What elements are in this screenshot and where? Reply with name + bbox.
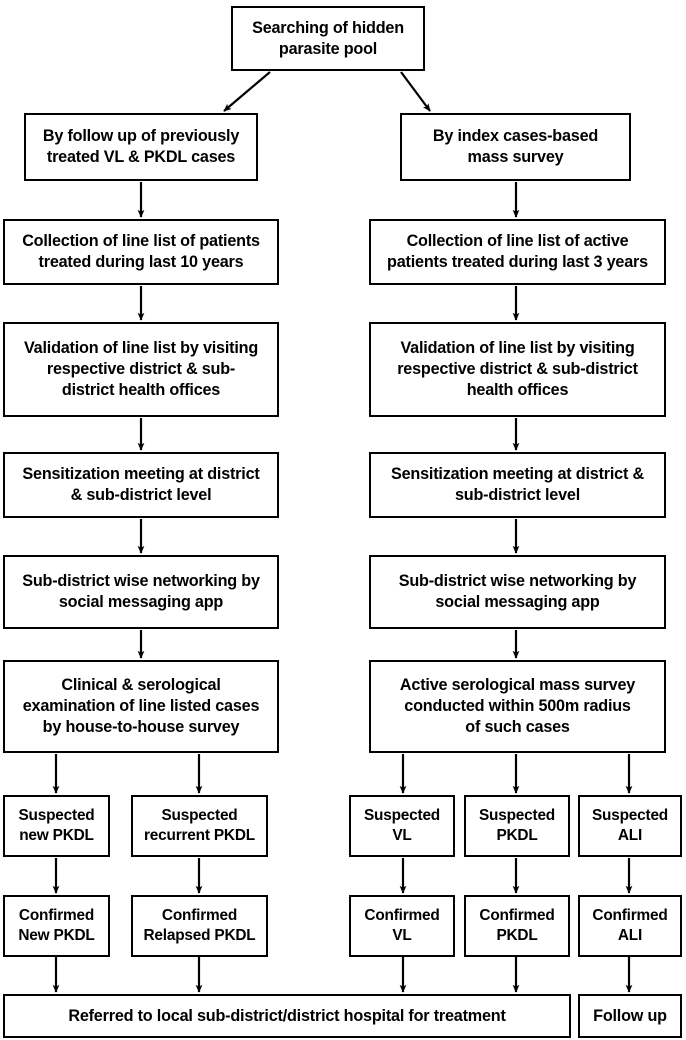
node-follow-up-label: Follow up: [593, 1006, 667, 1025]
node-right-step4[interactable]: Sub-district wise networking by social m…: [369, 555, 666, 629]
node-left-step4[interactable]: Sub-district wise networking by social m…: [3, 555, 279, 629]
node-confirmed-vl[interactable]: Confirmed VL: [349, 895, 455, 957]
node-suspected-recurrent-pkdl[interactable]: Suspected recurrent PKDL: [131, 795, 268, 857]
node-right-step5[interactable]: Active serological mass survey conducted…: [369, 660, 666, 753]
node-confirmed-new-pkdl-label: Confirmed New PKDL: [18, 907, 95, 944]
node-left-step3[interactable]: Sensitization meeting at district & sub-…: [3, 452, 279, 518]
node-left-step5-label: Clinical & serological examination of li…: [22, 676, 260, 736]
node-suspected-pkdl-label: Suspected PKDL: [478, 807, 556, 844]
node-right-step1[interactable]: Collection of line list of active patien…: [369, 219, 666, 285]
node-suspected-pkdl[interactable]: Suspected PKDL: [464, 795, 570, 857]
node-right-step1-label: Collection of line list of active patien…: [387, 232, 648, 271]
node-right-step3-label: Sensitization meeting at district & sub-…: [391, 465, 644, 504]
node-left-step4-label: Sub-district wise networking by social m…: [22, 572, 260, 611]
node-left-step3-label: Sensitization meeting at district & sub-…: [22, 465, 260, 504]
node-suspected-vl[interactable]: Suspected VL: [349, 795, 455, 857]
node-right-step2-label: Validation of line list by visiting resp…: [397, 339, 638, 399]
edge-root-to-left-branch: [223, 71, 271, 112]
node-right-step4-label: Sub-district wise networking by social m…: [398, 572, 637, 611]
node-left-step1[interactable]: Collection of line list of patients trea…: [3, 219, 279, 285]
node-suspected-ali-label: Suspected ALI: [591, 807, 669, 844]
node-right-step3[interactable]: Sensitization meeting at district & sub-…: [369, 452, 666, 518]
node-suspected-recurrent-pkdl-label: Suspected recurrent PKDL: [144, 807, 255, 844]
node-referral[interactable]: Referred to local sub-district/district …: [3, 994, 571, 1038]
node-confirmed-relapsed-pkdl[interactable]: Confirmed Relapsed PKDL: [131, 895, 268, 957]
node-confirmed-vl-label: Confirmed VL: [364, 907, 440, 944]
node-suspected-new-pkdl[interactable]: Suspected new PKDL: [3, 795, 110, 857]
node-suspected-new-pkdl-label: Suspected new PKDL: [18, 807, 95, 844]
node-root[interactable]: Searching of hidden parasite pool: [231, 6, 425, 71]
node-left-step2-label: Validation of line list by visiting resp…: [23, 339, 259, 399]
node-root-label: Searching of hidden parasite pool: [252, 18, 404, 58]
node-confirmed-ali[interactable]: Confirmed ALI: [578, 895, 682, 957]
node-confirmed-new-pkdl[interactable]: Confirmed New PKDL: [3, 895, 110, 957]
node-referral-label: Referred to local sub-district/district …: [68, 1006, 506, 1025]
node-left-step1-label: Collection of line list of patients trea…: [22, 232, 260, 271]
node-left-step5[interactable]: Clinical & serological examination of li…: [3, 660, 279, 753]
node-confirmed-relapsed-pkdl-label: Confirmed Relapsed PKDL: [143, 907, 256, 944]
node-suspected-vl-label: Suspected VL: [363, 807, 441, 844]
node-confirmed-pkdl-label: Confirmed PKDL: [479, 907, 555, 944]
node-right-step5-label: Active serological mass survey conducted…: [399, 676, 636, 736]
node-left-branch-label: By follow up of previously treated VL & …: [42, 127, 240, 166]
node-left-branch[interactable]: By follow up of previously treated VL & …: [24, 113, 258, 181]
node-right-step2[interactable]: Validation of line list by visiting resp…: [369, 322, 666, 417]
node-suspected-ali[interactable]: Suspected ALI: [578, 795, 682, 857]
node-confirmed-pkdl[interactable]: Confirmed PKDL: [464, 895, 570, 957]
edge-root-to-right-branch: [400, 71, 431, 112]
node-right-branch[interactable]: By index cases-based mass survey: [400, 113, 631, 181]
node-follow-up[interactable]: Follow up: [578, 994, 682, 1038]
node-left-step2[interactable]: Validation of line list by visiting resp…: [3, 322, 279, 417]
node-confirmed-ali-label: Confirmed ALI: [592, 907, 668, 944]
node-right-branch-label: By index cases-based mass survey: [432, 127, 599, 166]
